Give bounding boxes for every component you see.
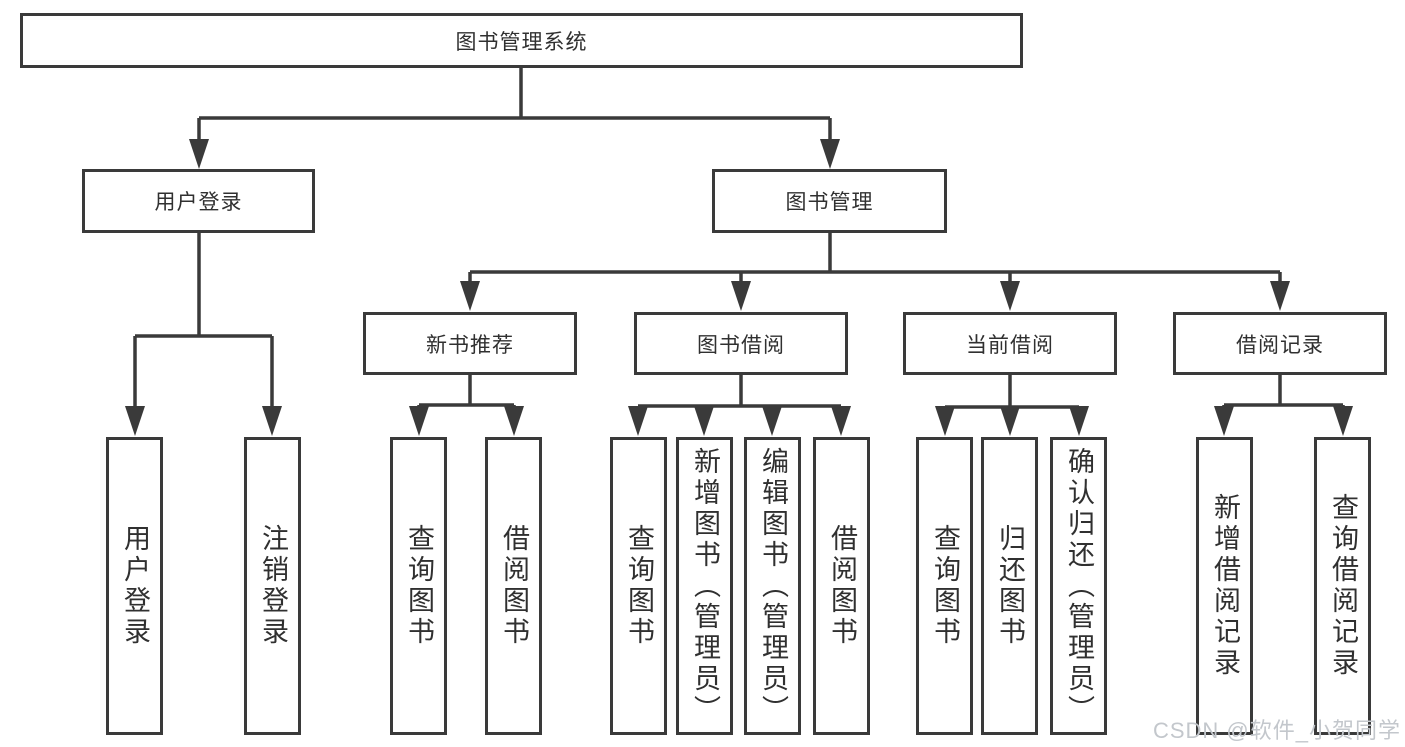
leaf-user-login: 用户登录: [106, 437, 163, 735]
node-new-book-recommend: 新书推荐: [363, 312, 577, 375]
leaf-user-login-label: 用户登录: [120, 524, 150, 648]
leaf-query-borrow-record: 查询借阅记录: [1314, 437, 1371, 735]
leaf-logout-label: 注销登录: [258, 524, 288, 648]
leaf-confirm-return-admin: 确认归还（管理员）: [1050, 437, 1107, 735]
leaf-borrow-books-recommend-label: 借阅图书: [499, 524, 529, 648]
leaf-edit-book-admin: 编辑图书（管理员）: [744, 437, 801, 735]
leaf-return-book: 归还图书: [981, 437, 1038, 735]
leaf-confirm-return-admin-label: 确认归还（管理员）: [1064, 446, 1094, 726]
leaf-add-book-admin: 新增图书（管理员）: [676, 437, 733, 735]
leaf-query-books-recommend: 查询图书: [390, 437, 447, 735]
node-new-book-recommend-label: 新书推荐: [426, 333, 514, 357]
node-root: 图书管理系统: [20, 13, 1023, 68]
leaf-query-books-borrow-label: 查询图书: [624, 524, 654, 648]
leaf-borrow-books-label: 借阅图书: [827, 524, 857, 648]
leaf-query-books-current: 查询图书: [916, 437, 973, 735]
node-book-borrow: 图书借阅: [634, 312, 848, 375]
csdn-watermark: CSDN @软件_小贺同学: [1152, 718, 1401, 743]
leaf-query-borrow-record-label: 查询借阅记录: [1328, 493, 1358, 679]
node-user-login-label: 用户登录: [154, 191, 243, 214]
node-book-borrow-label: 图书借阅: [697, 333, 785, 357]
node-user-login: 用户登录: [82, 169, 315, 233]
node-current-borrow-label: 当前借阅: [966, 333, 1054, 357]
node-book-management: 图书管理: [712, 169, 947, 233]
leaf-logout: 注销登录: [244, 437, 301, 735]
leaf-borrow-books-recommend: 借阅图书: [485, 437, 542, 735]
leaf-query-books-recommend-label: 查询图书: [404, 524, 434, 648]
leaf-add-borrow-record-label: 新增借阅记录: [1210, 493, 1240, 679]
node-book-management-label: 图书管理: [785, 191, 874, 214]
leaf-query-books-borrow: 查询图书: [610, 437, 667, 735]
node-current-borrow: 当前借阅: [903, 312, 1117, 375]
leaf-edit-book-admin-label: 编辑图书（管理员）: [758, 446, 788, 726]
node-borrow-records: 借阅记录: [1173, 312, 1387, 375]
node-root-label: 图书管理系统: [455, 30, 588, 54]
leaf-add-book-admin-label: 新增图书（管理员）: [690, 446, 720, 726]
node-borrow-records-label: 借阅记录: [1236, 333, 1324, 357]
leaf-borrow-books: 借阅图书: [813, 437, 870, 735]
leaf-return-book-label: 归还图书: [995, 524, 1025, 648]
leaf-add-borrow-record: 新增借阅记录: [1196, 437, 1253, 735]
leaf-query-books-current-label: 查询图书: [930, 524, 960, 648]
